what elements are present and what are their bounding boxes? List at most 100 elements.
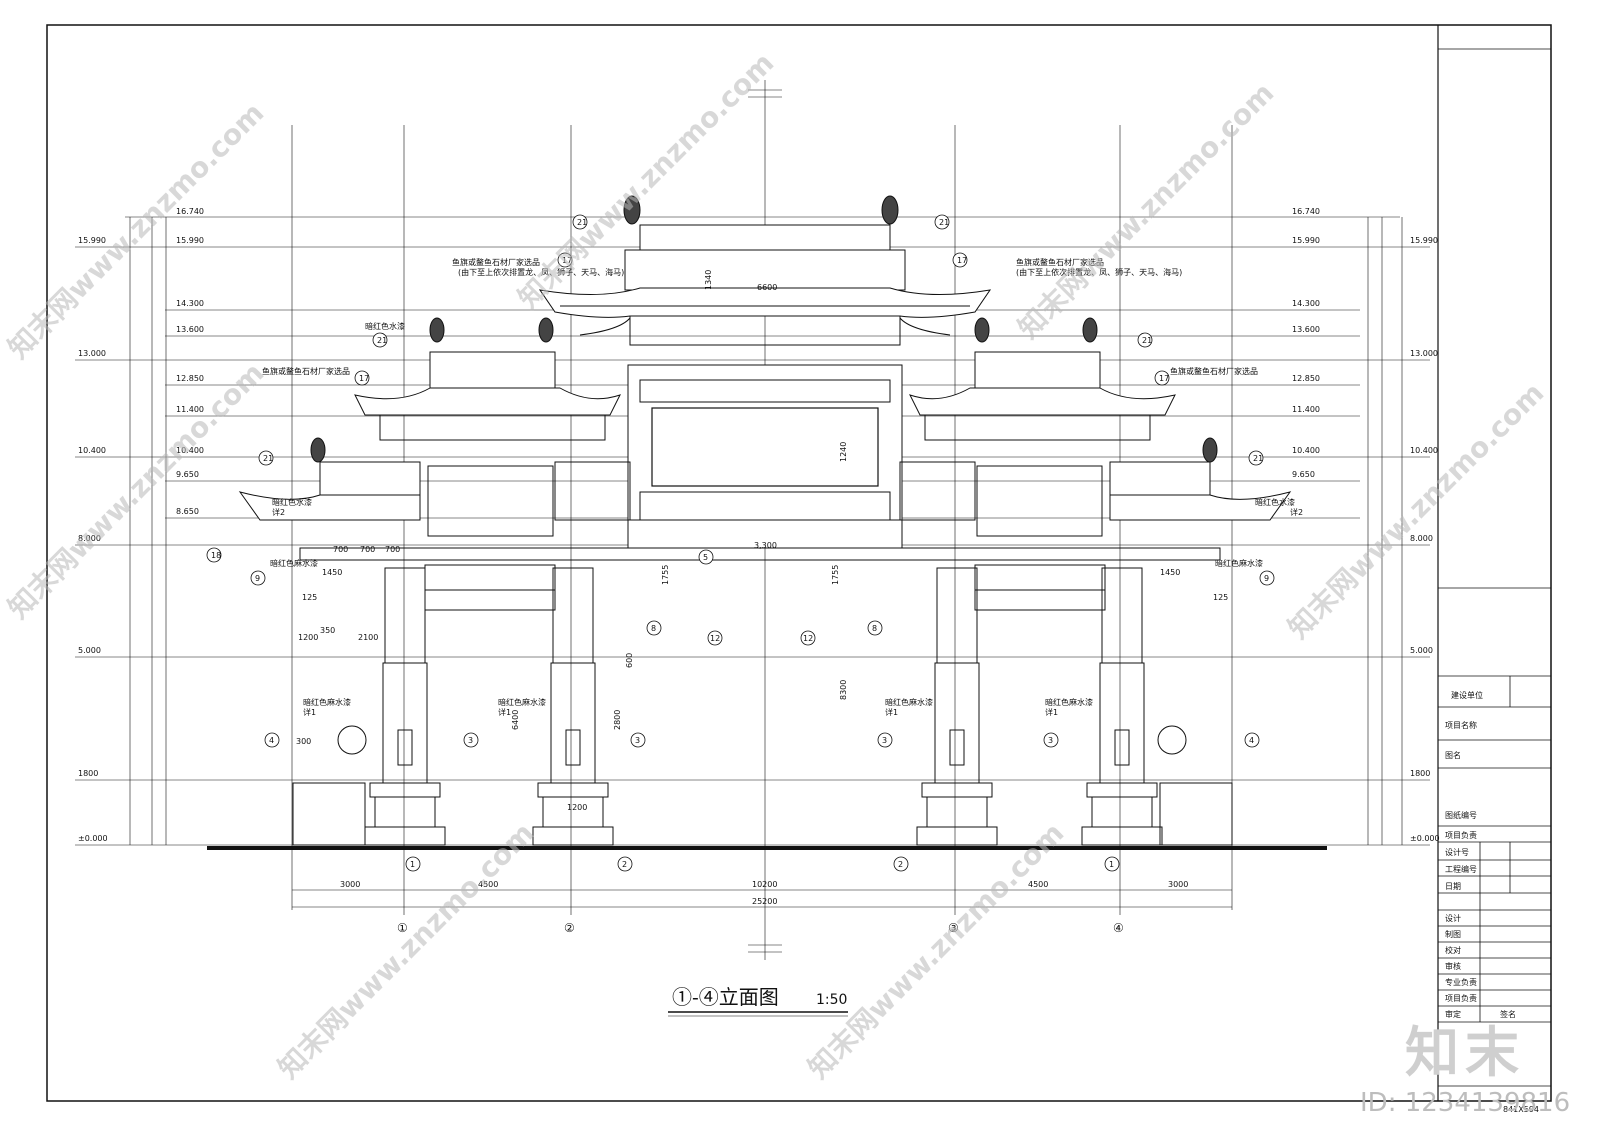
- note-sub-right: 详2: [1290, 507, 1303, 517]
- note-ridge-left: 鱼旗或鳌鱼石材厂家选品: [452, 257, 540, 267]
- note-ridge-mid-left: 鱼旗或鳌鱼石材厂家选品: [262, 366, 350, 376]
- svg-text:125: 125: [302, 593, 317, 602]
- svg-text:18: 18: [211, 551, 221, 560]
- note-sub-col-4: 详1: [1045, 707, 1058, 717]
- axis-label-1: ①: [397, 921, 408, 935]
- svg-text:4: 4: [1249, 736, 1254, 745]
- svg-text:3: 3: [1048, 736, 1053, 745]
- lvl-14300-l: 14.300: [176, 299, 204, 308]
- lvl-12850-r: 12.850: [1292, 374, 1320, 383]
- drawing-scale: 1:50: [816, 992, 847, 1008]
- svg-text:5: 5: [703, 553, 708, 562]
- brand-watermark: 知末: [1405, 1021, 1525, 1084]
- callouts: [206, 214, 1275, 872]
- lvl-left-10400: 10.400: [78, 446, 106, 455]
- horizontal-dim-lines: [292, 889, 1232, 908]
- svg-text:1755: 1755: [661, 565, 670, 585]
- note-stone-col-1: 暗红色麻水漆: [303, 697, 351, 707]
- svg-text:21: 21: [1253, 454, 1263, 463]
- horizontal-dims: 3000 4500 10200 4500 3000 25200: [340, 880, 1188, 906]
- right-level-labels: 16.740 15.990 14.300 13.600 12.850 11.40…: [1292, 207, 1440, 843]
- svg-text:8300: 8300: [839, 680, 848, 700]
- sheet-border: [46, 24, 1552, 1102]
- id-watermark: ID: 1234139816: [1360, 1088, 1571, 1118]
- note-ridge-right: 鱼旗或鳌鱼石材厂家选品: [1016, 257, 1104, 267]
- lvl-11400-r: 11.400: [1292, 405, 1320, 414]
- svg-text:21: 21: [1142, 336, 1152, 345]
- svg-text:1200: 1200: [298, 633, 318, 642]
- left-mid-roof: [354, 351, 621, 441]
- tb-label-drawing-no: 图纸编号: [1445, 810, 1477, 820]
- dim-10200: 10200: [752, 880, 777, 889]
- note-stone-beam-left: 暗红色麻水漆: [270, 558, 318, 568]
- tb-label-sign: 签名: [1500, 1009, 1516, 1019]
- note-stone-low-right: 暗红色水漆: [1255, 497, 1295, 507]
- lvl-10400-r: 10.400: [1292, 446, 1320, 455]
- tb-label-approve: 审定: [1445, 1009, 1461, 1019]
- svg-text:3,300: 3,300: [754, 541, 777, 550]
- svg-text:21: 21: [377, 336, 387, 345]
- annotations: 鱼旗或鳌鱼石材厂家选品 (由下至上依次排置龙、凤、狮子、天马、海马) 鱼旗或鳌鱼…: [262, 257, 1303, 812]
- tb-label-design-no: 设计号: [1445, 847, 1469, 857]
- lvl-left-8000: 8.000: [78, 534, 101, 543]
- tb-label-date: 日期: [1445, 882, 1461, 891]
- lion-statues: [310, 195, 1218, 463]
- note-sub-col-2: 详1: [498, 707, 511, 717]
- title-block-text: 建设单位 项目名称 图名 图纸编号 项目负责 设计号 工程编号 日期 设计 制图…: [1445, 690, 1539, 1114]
- note-ridge-left-sub: (由下至上依次排置龙、凤、狮子、天马、海马): [458, 267, 624, 277]
- svg-text:1200: 1200: [567, 803, 587, 812]
- svg-text:1450: 1450: [1160, 568, 1180, 577]
- lvl-8650-l: 8.650: [176, 507, 199, 516]
- watermark-4: 知末网www.znzmo.com: [2, 356, 271, 625]
- svg-text:3: 3: [882, 736, 887, 745]
- lvl-right-1800: 1800: [1410, 769, 1430, 778]
- svg-text:700: 700: [360, 545, 375, 554]
- axis-label-3: ③: [948, 921, 959, 935]
- svg-text:700: 700: [385, 545, 400, 554]
- lvl-left-1800: 1800: [78, 769, 98, 778]
- svg-text:2100: 2100: [358, 633, 378, 642]
- beams: [299, 547, 1221, 611]
- svg-text:17: 17: [359, 374, 369, 383]
- lvl-16740-r: 16.740: [1292, 207, 1320, 216]
- svg-text:6400: 6400: [511, 710, 520, 730]
- dim-25200: 25200: [752, 897, 777, 906]
- lvl-right-13000: 13.000: [1410, 349, 1438, 358]
- svg-text:1240: 1240: [839, 442, 848, 462]
- vertical-dim-lines: [129, 217, 1403, 845]
- drum-stone-right: [1157, 725, 1187, 755]
- svg-text:4: 4: [269, 736, 274, 745]
- tb-label-drawing: 图名: [1445, 750, 1461, 760]
- watermark-5: 知末网www.znzmo.com: [272, 816, 541, 1085]
- lvl-right-8000: 8.000: [1410, 534, 1433, 543]
- watermark-1: 知末网www.znzmo.com: [2, 96, 271, 365]
- axis-label-4: ④: [1113, 921, 1124, 935]
- note-sub-col-3: 详1: [885, 707, 898, 717]
- svg-text:9: 9: [255, 574, 260, 583]
- lvl-right-10400: 10.400: [1410, 446, 1438, 455]
- svg-text:17: 17: [1159, 374, 1169, 383]
- svg-text:21: 21: [939, 218, 949, 227]
- central-frame: [627, 364, 903, 549]
- archway-elevation: [238, 195, 1292, 846]
- dim-4500-left: 4500: [478, 880, 498, 889]
- lvl-16740-l: 16.740: [176, 207, 204, 216]
- watermarks: 知末网www.znzmo.com 知末网www.znzmo.com 知末网www…: [2, 46, 1551, 1085]
- tb-label-draw: 制图: [1445, 929, 1461, 939]
- lvl-left-13000: 13.000: [78, 349, 106, 358]
- note-stone-col-2: 暗红色麻水漆: [498, 697, 546, 707]
- svg-text:17: 17: [562, 256, 572, 265]
- lvl-15990-r: 15.990: [1292, 236, 1320, 245]
- svg-text:3: 3: [468, 736, 473, 745]
- svg-text:125: 125: [1213, 593, 1228, 602]
- tb-label-check: 校对: [1445, 945, 1461, 955]
- svg-text:700: 700: [333, 545, 348, 554]
- svg-text:12: 12: [710, 634, 720, 643]
- svg-text:17: 17: [957, 256, 967, 265]
- lvl-left-0: ±0.000: [78, 834, 108, 843]
- lvl-9650-r: 9.650: [1292, 470, 1315, 479]
- paper-size: 841X594: [1503, 1105, 1539, 1114]
- lvl-11400-l: 11.400: [176, 405, 204, 414]
- note-stone-col-3: 暗红色麻水漆: [885, 697, 933, 707]
- axis-labels: ① ② ③ ④: [397, 921, 1124, 935]
